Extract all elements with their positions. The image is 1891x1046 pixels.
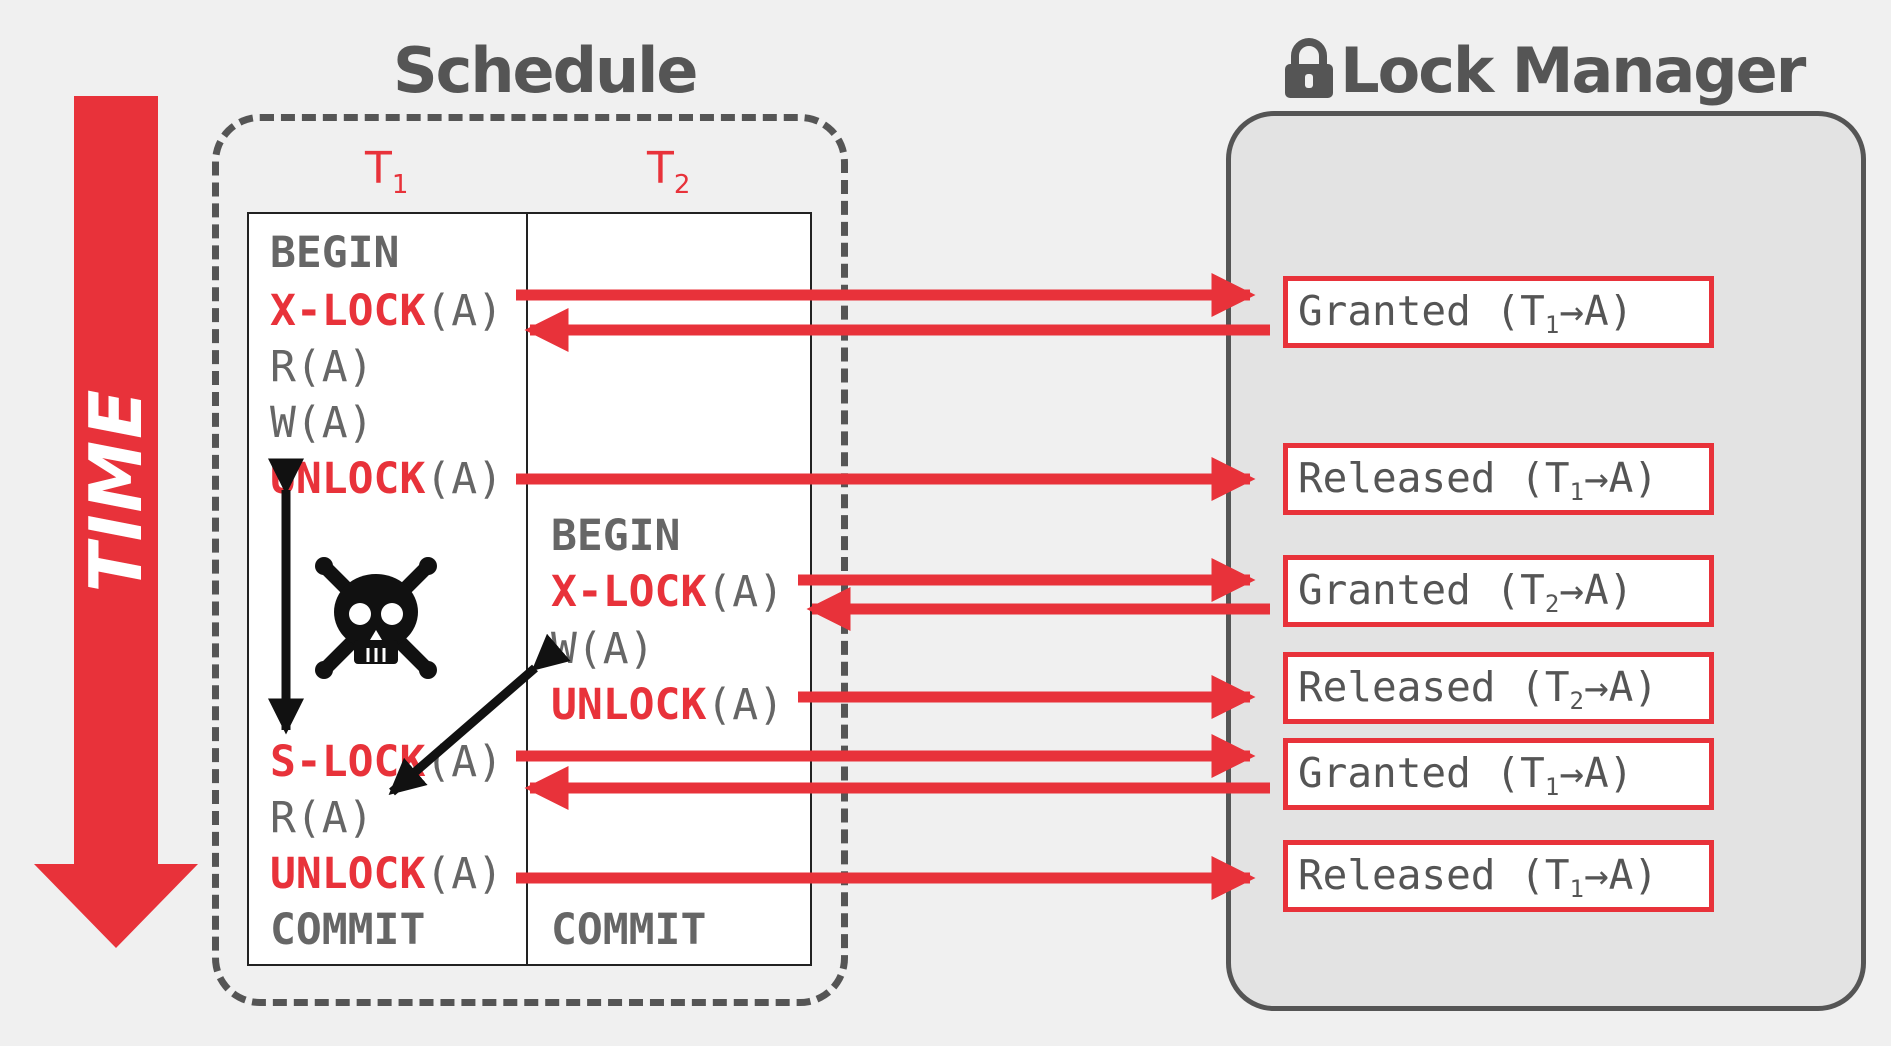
t2-header: T2 [647,143,691,200]
t1-op-begin: BEGIN [270,228,400,278]
response-released-t2: Released (T2→A) [1283,652,1714,724]
response-granted-t1: Granted (T1→A) [1283,276,1714,348]
response-granted-t1-2: Granted (T1→A) [1283,738,1714,810]
schedule-title: Schedule [393,34,698,107]
time-label: TIME [74,387,158,593]
response-released-t1-2: Released (T1→A) [1283,840,1714,912]
t1-op-xlock: X-LOCK(A) [270,286,504,336]
schedule-box [212,114,848,1006]
table-column-divider [526,212,528,966]
t1-op-unlock: UNLOCK(A) [270,454,504,504]
t1-op-read-2: R(A) [270,793,374,843]
lock-icon [1283,37,1335,104]
lock-manager-heading: Lock Manager [1283,34,1806,107]
t2-op-xlock: X-LOCK(A) [551,567,785,617]
t1-op-commit: COMMIT [270,905,426,955]
t2-op-commit: COMMIT [551,905,707,955]
t1-op-write: W(A) [270,398,374,448]
t2-op-begin: BEGIN [551,511,681,561]
lock-manager-title: Lock Manager [1340,34,1806,107]
response-granted-t2: Granted (T2→A) [1283,555,1714,627]
t1-op-read: R(A) [270,342,374,392]
t1-op-unlock-2: UNLOCK(A) [270,849,504,899]
t2-op-unlock: UNLOCK(A) [551,680,785,730]
t2-op-write: W(A) [551,624,655,674]
t1-header: T1 [365,143,409,200]
response-released-t1: Released (T1→A) [1283,443,1714,515]
t1-op-slock: S-LOCK(A) [270,737,504,787]
